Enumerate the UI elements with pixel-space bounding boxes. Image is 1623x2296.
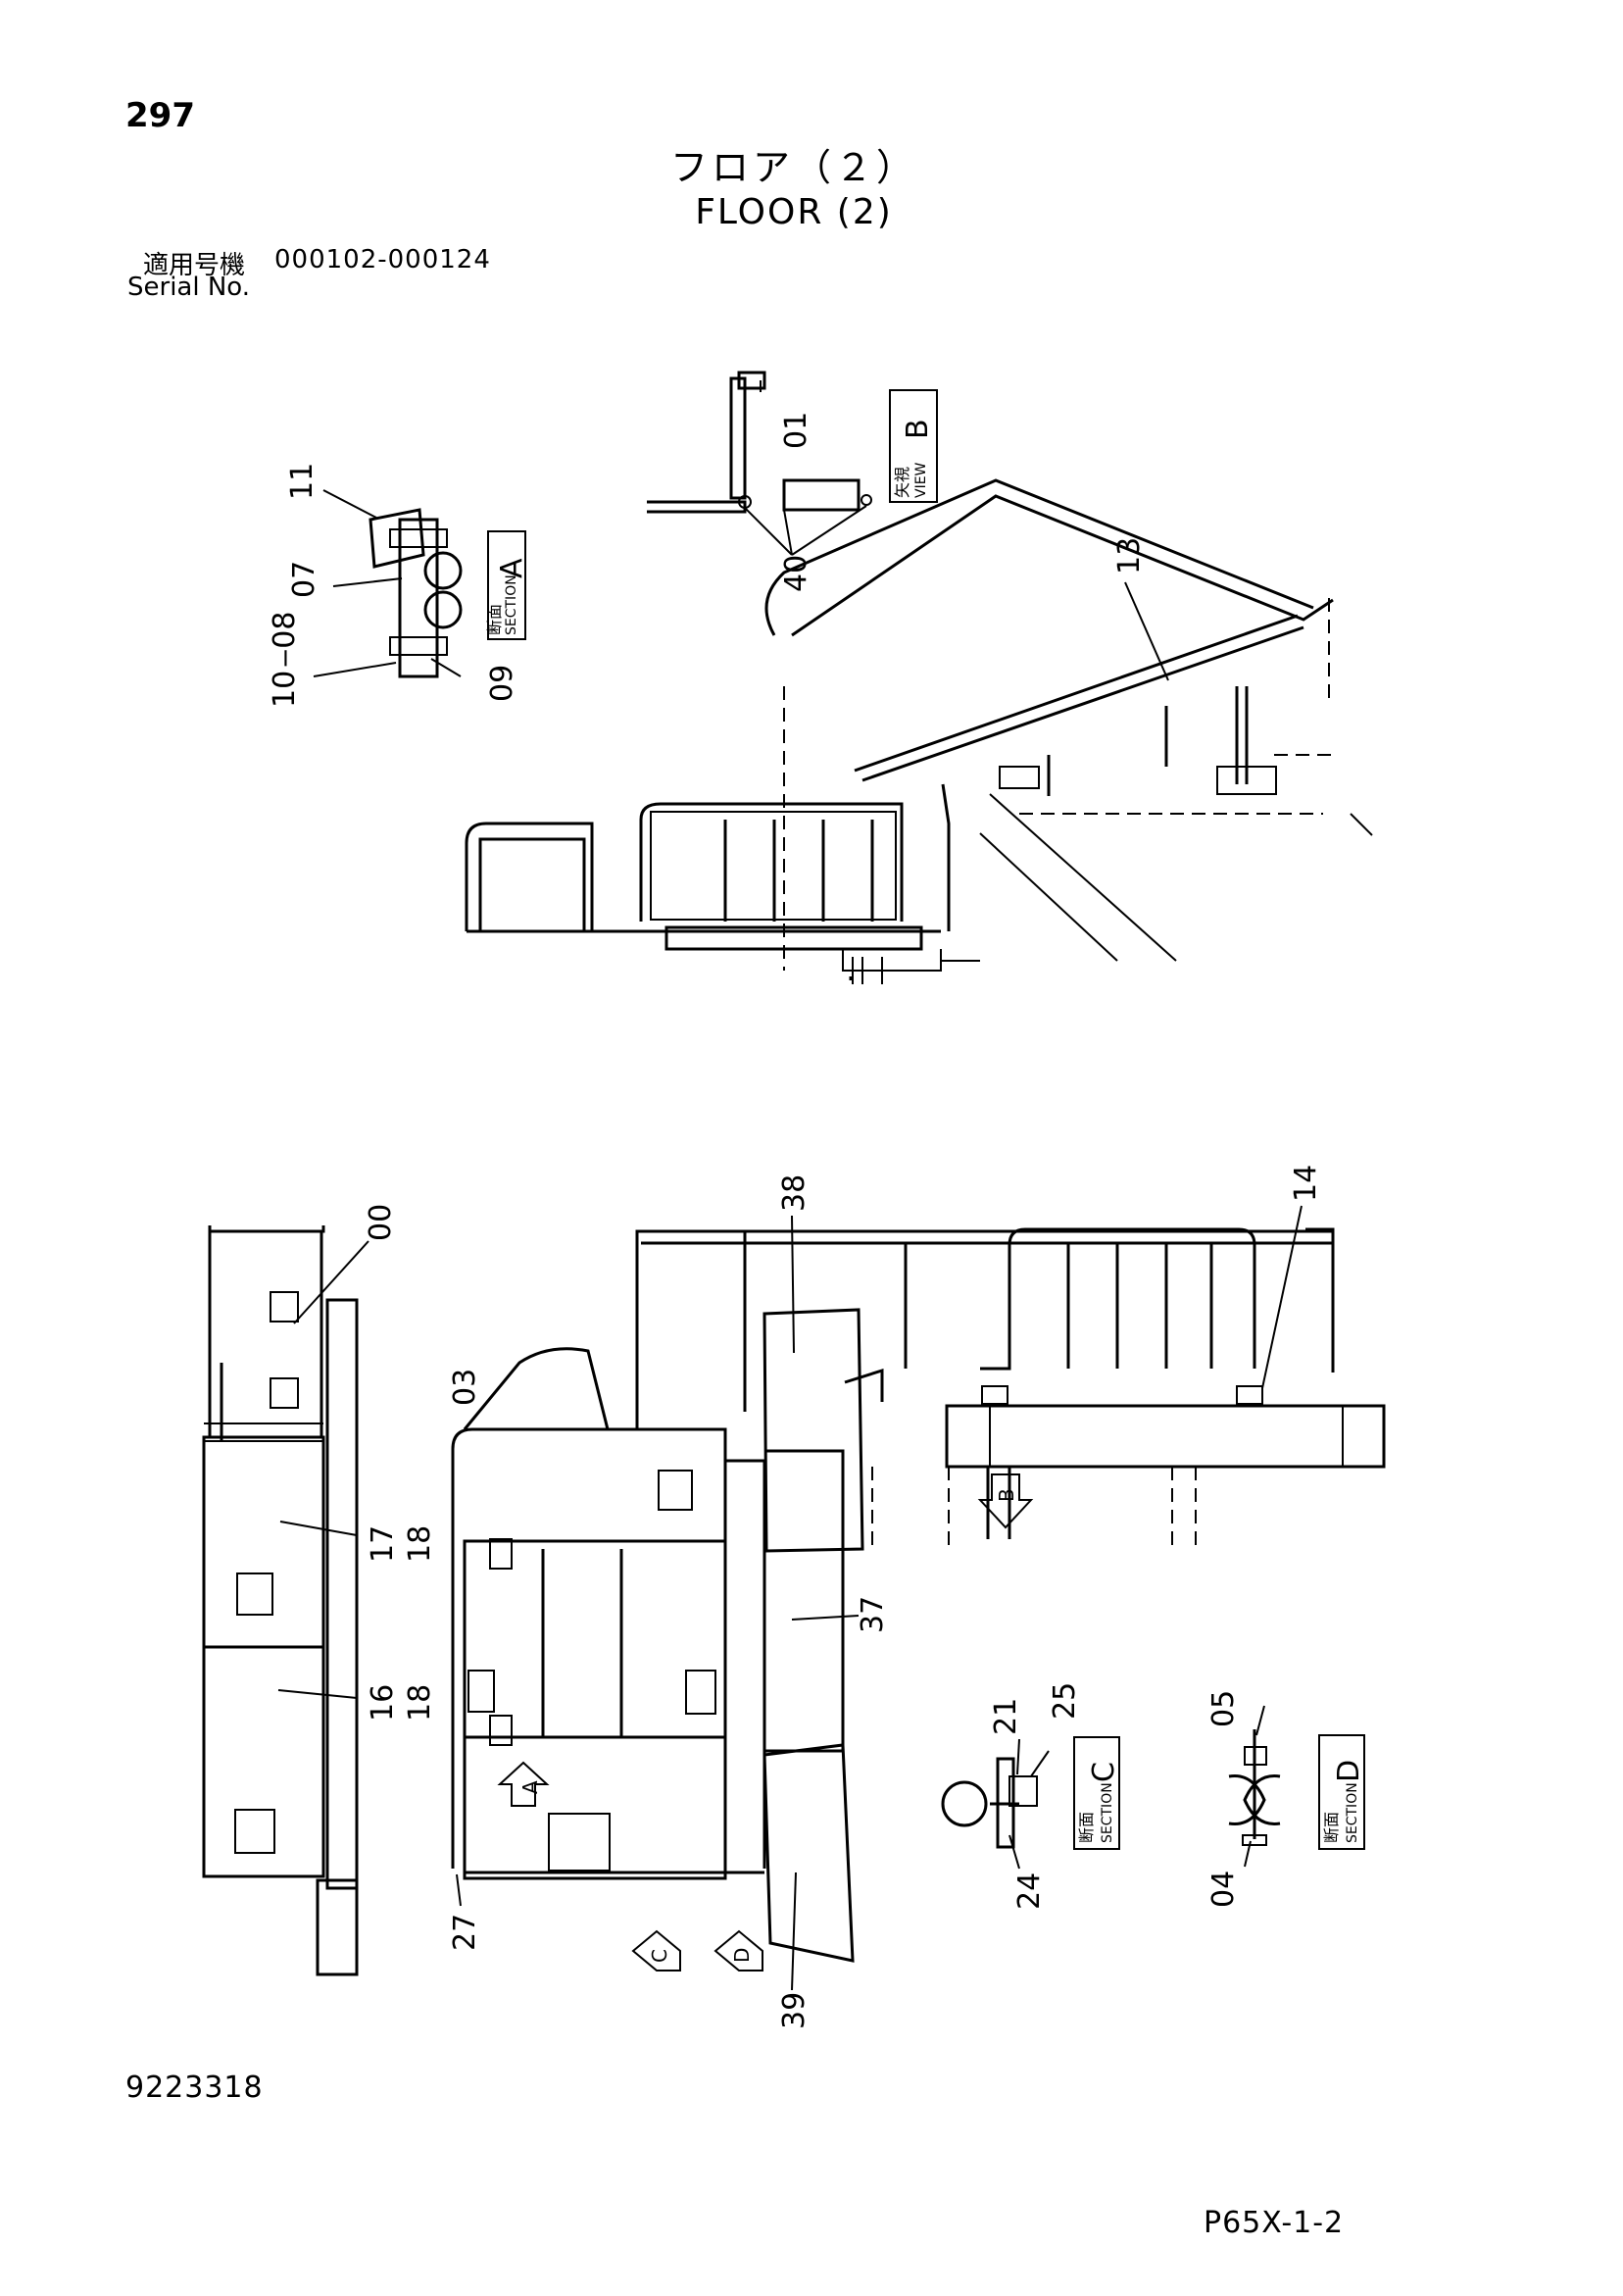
svg-text:C: C <box>1087 1762 1121 1782</box>
section-a-detail <box>313 489 463 678</box>
section-a-plate <box>398 518 439 678</box>
serial-label-japanese: 適用号機 <box>143 251 246 280</box>
callout-13: 13 <box>1112 537 1147 574</box>
section-c-pipe <box>941 1780 988 1827</box>
callout-07: 07 <box>287 561 321 598</box>
callout-18-lower: 18 <box>403 1684 437 1722</box>
view-marker-b: B <box>977 1473 1034 1529</box>
gate-frame-03 <box>451 1427 727 1869</box>
part-11-cap <box>369 508 425 569</box>
svg-text:B: B <box>901 419 935 439</box>
callout-24: 24 <box>1012 1872 1047 1910</box>
stair-stringer-upper <box>861 625 1304 782</box>
callout-09: 09 <box>485 665 519 702</box>
callout-17: 17 <box>366 1525 400 1563</box>
svg-text:C: C <box>648 1949 671 1963</box>
view-b-detail <box>647 371 872 556</box>
svg-text:D: D <box>1332 1760 1366 1782</box>
cover-39 <box>762 1743 855 1963</box>
callout-16: 16 <box>366 1684 400 1722</box>
svg-text:断面: 断面 <box>1322 1812 1341 1843</box>
svg-text:断面: 断面 <box>485 604 504 635</box>
walkway-guard-14 <box>980 1227 1256 1371</box>
section-a-pipe-upper <box>423 551 463 590</box>
lower-left-assembly <box>202 1225 359 1976</box>
callout-38: 38 <box>777 1174 812 1212</box>
section-a-box: SECTION 断面 A <box>485 530 529 640</box>
lower-center-assembly <box>451 1229 884 1963</box>
platform-rail-right <box>639 802 904 922</box>
callout-18-upper: 18 <box>403 1525 437 1563</box>
serial-label: Serial No. <box>127 273 250 302</box>
document-number: 9223318 <box>125 2071 264 2105</box>
view-marker-c: C <box>631 1929 681 1972</box>
guard-panel-00 <box>208 1229 323 1439</box>
section-c-box: SECTION 断面 C <box>1073 1736 1121 1850</box>
view-b-box: VIEW 矢視 B <box>889 389 938 503</box>
svg-text:SECTION: SECTION <box>504 574 519 635</box>
callout-39: 39 <box>777 1992 812 2029</box>
page-number: 297 <box>125 96 195 135</box>
upper-assembly <box>465 478 1373 984</box>
floor-plate-17-16 <box>202 1435 325 1878</box>
callout-11: 11 <box>285 463 320 500</box>
callout-37: 37 <box>856 1596 890 1633</box>
svg-text:A: A <box>495 558 529 578</box>
page-code: P65X-1-2 <box>1204 2206 1345 2240</box>
view-marker-a: A <box>497 1761 550 1807</box>
svg-text:A: A <box>518 1780 542 1794</box>
handrail-upper <box>791 494 1334 637</box>
view-marker-d: D <box>713 1929 763 1972</box>
callout-01: 01 <box>779 412 813 449</box>
callout-10-08: 10 ‒08 <box>268 612 302 708</box>
lower-right-assembly <box>641 1227 1386 1549</box>
svg-text:VIEW: VIEW <box>913 462 929 498</box>
page-title-japanese: フロア（２） <box>669 146 917 189</box>
callout-05: 05 <box>1206 1690 1241 1727</box>
svg-text:SECTION: SECTION <box>1345 1782 1360 1843</box>
callout-27: 27 <box>448 1914 482 1951</box>
section-d-clamp <box>1228 1774 1266 1825</box>
walkway-beam <box>945 1404 1386 1469</box>
platform-rail-left <box>465 822 594 931</box>
section-c-detail <box>941 1738 1050 1870</box>
callout-00: 00 <box>364 1204 398 1241</box>
cover-38 <box>762 1308 864 1553</box>
svg-text:D: D <box>730 1948 754 1963</box>
svg-text:B: B <box>995 1488 1018 1502</box>
page-title: FLOOR (2) <box>695 192 893 232</box>
callout-03: 03 <box>448 1369 482 1406</box>
svg-text:矢視: 矢視 <box>893 467 911 498</box>
section-d-detail <box>1228 1705 1281 1868</box>
svg-text:SECTION: SECTION <box>1100 1782 1115 1843</box>
callout-04: 04 <box>1206 1871 1241 1908</box>
callout-14: 14 <box>1289 1165 1323 1202</box>
callout-21: 21 <box>989 1698 1023 1735</box>
svg-text:断面: 断面 <box>1077 1812 1096 1843</box>
serial-range: 000102-000124 <box>274 245 491 275</box>
callout-25: 25 <box>1048 1682 1082 1720</box>
section-a-pipe-lower <box>423 590 463 629</box>
section-d-box: SECTION 断面 D <box>1318 1734 1366 1850</box>
